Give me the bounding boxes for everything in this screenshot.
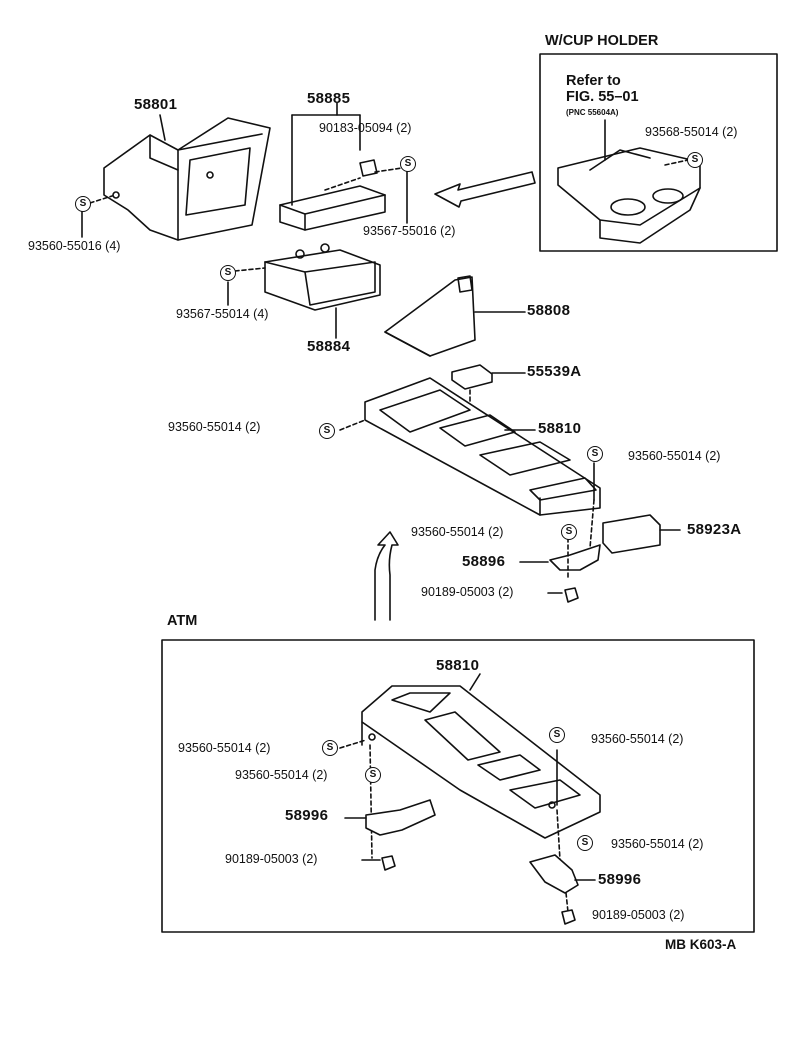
part-58884-shape [264, 243, 381, 311]
label-atm-90189-05003-right: 90189-05003 (2) [592, 908, 685, 922]
label-93567-55014: 93567-55014 (4) [176, 307, 269, 321]
label-58810: 58810 [538, 420, 582, 437]
fig-reference: FIG. 55–01 [566, 89, 639, 105]
part-58808-shape [384, 275, 476, 357]
screw-marker: S [220, 265, 236, 281]
label-93560-55014-mid: 93560-55014 (2) [411, 525, 504, 539]
label-atm-93560-55014-r1: 93560-55014 (2) [591, 732, 684, 746]
part-55539A-shape [451, 364, 493, 390]
label-93560-55014-left: 93560-55014 (2) [168, 420, 261, 434]
screw-marker: S [400, 156, 416, 172]
diagram-code: MB K603-A [665, 937, 737, 952]
label-atm-58996-left: 58996 [285, 807, 329, 824]
atm-nut-left-shape [381, 855, 396, 871]
label-atm-58996-right: 58996 [598, 871, 642, 888]
pnc-reference: (PNC 55604A) [566, 108, 619, 117]
nut-90189-shape [564, 587, 579, 603]
label-atm-58810: 58810 [436, 657, 480, 674]
atm-box [161, 639, 755, 933]
part-58923A-shape [602, 514, 661, 554]
label-58884: 58884 [307, 338, 351, 355]
label-58808: 58808 [527, 302, 571, 319]
label-55539A: 55539A [527, 363, 582, 380]
atm-nut-right-shape [561, 909, 576, 925]
label-90189-05003: 90189-05003 (2) [421, 585, 514, 599]
part-58810-console-upper [364, 377, 601, 516]
cup-holder-shape [557, 147, 701, 244]
part-58885-shape [279, 159, 386, 231]
direction-arrow-up [374, 531, 399, 621]
part-58896-shape [549, 544, 601, 571]
label-93568-55014: 93568-55014 (2) [645, 125, 738, 139]
label-58896: 58896 [462, 553, 506, 570]
cup-holder-box [539, 53, 778, 252]
label-atm-93560-55014-l1: 93560-55014 (2) [178, 741, 271, 755]
label-58885: 58885 [307, 90, 351, 107]
label-atm-93560-55014-r2: 93560-55014 (2) [611, 837, 704, 851]
atm-bracket-left-shape [365, 799, 436, 836]
label-atm-93560-55014-l2: 93560-55014 (2) [235, 768, 328, 782]
screw-marker: S [687, 152, 703, 168]
label-58923A: 58923A [687, 521, 742, 538]
atm-title: ATM [167, 613, 198, 629]
screw-marker: S [319, 423, 335, 439]
label-58801: 58801 [134, 96, 178, 113]
label-atm-90189-05003-left: 90189-05003 (2) [225, 852, 318, 866]
screw-marker: S [365, 767, 381, 783]
label-90183-05094: 90183-05094 (2) [319, 121, 412, 135]
label-93560-55014-right: 93560-55014 (2) [628, 449, 721, 463]
part-58801-shape [103, 117, 271, 241]
direction-arrow-left [434, 171, 536, 208]
screw-marker: S [549, 727, 565, 743]
label-93560-55016: 93560-55016 (4) [28, 239, 121, 253]
cup-holder-title: W/CUP HOLDER [545, 33, 659, 49]
atm-console-shape [361, 685, 601, 839]
screw-marker: S [577, 835, 593, 851]
refer-to-text: Refer to [566, 73, 621, 89]
screw-marker: S [75, 196, 91, 212]
label-93567-55016: 93567-55016 (2) [363, 224, 456, 238]
atm-bracket-right-shape [529, 854, 579, 894]
screw-marker: S [561, 524, 577, 540]
screw-marker: S [587, 446, 603, 462]
screw-marker: S [322, 740, 338, 756]
